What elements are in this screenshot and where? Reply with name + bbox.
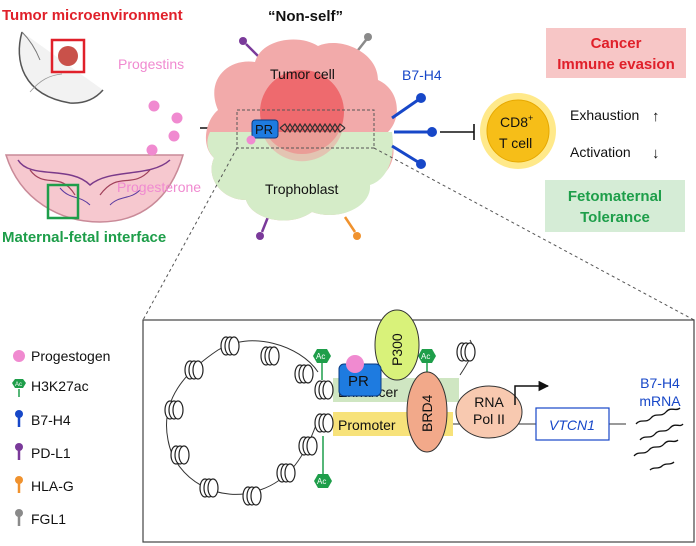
- tumor-highlight-box: [50, 38, 86, 74]
- legend-label: FGL1: [31, 511, 66, 527]
- pink-dot-icon: [13, 350, 25, 362]
- pr-bound-progestogen: [246, 135, 256, 145]
- ac-mark-enhancer-left: Ac: [313, 349, 331, 380]
- ac-mark-promoter: Ac: [314, 436, 332, 488]
- ac-text: Ac: [316, 352, 325, 361]
- b7h4-label: B7-H4: [402, 67, 442, 83]
- progestogen-dots: [146, 100, 183, 156]
- ac-text: Ac: [421, 352, 430, 361]
- exhaustion-up-arrow: ↑: [652, 108, 660, 125]
- vtcn1-label: VTCN1: [549, 417, 595, 433]
- immune-evasion-label: Immune evasion: [557, 56, 675, 73]
- breast-illustration: [18, 31, 104, 104]
- fetomaternal-label: Fetomaternal: [568, 188, 662, 205]
- activation-label: Activation: [570, 144, 631, 160]
- progestins-label: Progestins: [118, 56, 184, 72]
- legend-label: B7-H4: [31, 412, 71, 428]
- rna-pol-ii: [455, 385, 523, 439]
- pr-receptor-box: [251, 119, 279, 139]
- lollipop-icon: [15, 476, 23, 493]
- p300-protein: [374, 309, 420, 381]
- activation-down-arrow: ↓: [652, 145, 660, 162]
- inhibition-arrow: [440, 124, 475, 140]
- tumor-microenvironment-title: Tumor microenvironment: [2, 7, 183, 24]
- ac-text: Ac: [317, 477, 326, 486]
- progesterone-label: Progesterone: [117, 179, 201, 195]
- maternal-fetal-interface-title: Maternal-fetal interface: [2, 229, 166, 246]
- legend-item-progestogen: Progestogen: [13, 348, 110, 364]
- tumor-cell-label: Tumor cell: [270, 66, 335, 82]
- vtcn1-gene-box: [535, 407, 610, 441]
- exhaustion-label: Exhaustion: [570, 107, 639, 123]
- pdl1-receptor-bottom: [256, 216, 270, 240]
- legend: Progestogen Ac H3K27ac B7-H4 PD-L1: [12, 348, 110, 527]
- pr-progestogen-dot: [346, 355, 364, 373]
- lollipop-icon: [15, 410, 23, 427]
- tcell-core: [486, 99, 550, 163]
- tcell-label: T cell: [499, 135, 532, 151]
- promoter-label: Promoter: [338, 417, 396, 433]
- mrna-b7h4-label: B7-H4: [640, 375, 680, 391]
- zoom-source-box: [236, 109, 375, 149]
- brd4-protein: [406, 371, 448, 453]
- cancer-label: Cancer: [591, 35, 642, 52]
- legend-item-pdl1: PD-L1: [15, 443, 71, 461]
- legend-item-fgl1: FGL1: [15, 509, 66, 527]
- trophoblast-label: Trophoblast: [265, 181, 339, 197]
- mrna-strands-icon: [633, 407, 684, 471]
- pol-ii-label: Pol II: [473, 411, 505, 427]
- chromatin-loop: [164, 336, 476, 506]
- pr-detail-label: PR: [348, 373, 369, 390]
- lollipop-icon: [15, 443, 23, 460]
- cd8-label: CD8+: [500, 113, 533, 130]
- legend-item-h3k27ac: Ac H3K27ac: [12, 378, 89, 397]
- pdl1-receptor-top: [239, 37, 259, 57]
- tolerance-label: Tolerance: [580, 209, 650, 226]
- p300-label: P300: [389, 333, 405, 366]
- ac-text: Ac: [15, 382, 22, 388]
- mrna-label: mRNA: [639, 393, 681, 409]
- brd4-label: BRD4: [419, 394, 435, 432]
- b7h4-receptors: [391, 93, 437, 169]
- hlag-receptor-bottom: [343, 216, 361, 240]
- pr-label: PR: [255, 122, 273, 137]
- legend-item-hlag: HLA-G: [15, 476, 74, 494]
- zoom-line-left: [142, 147, 238, 321]
- rna-label: RNA: [474, 394, 504, 410]
- legend-label: HLA-G: [31, 478, 74, 494]
- legend-label: Progestogen: [31, 348, 110, 364]
- interface-highlight-box: [46, 183, 80, 220]
- transcription-start-arrow: [514, 380, 550, 405]
- legend-item-b7h4: B7-H4: [15, 410, 71, 428]
- lollipop-icon: [15, 509, 23, 526]
- legend-label: H3K27ac: [31, 378, 89, 394]
- zoom-line-right: [373, 147, 695, 321]
- legend-label: PD-L1: [31, 445, 71, 461]
- ac-hexagon-icon: Ac: [12, 379, 26, 397]
- fetomaternal-tolerance-box: [545, 180, 685, 232]
- placenta-illustration: [4, 154, 184, 223]
- cancer-immune-evasion-box: [546, 28, 686, 78]
- non-self-label: “Non-self”: [268, 8, 343, 25]
